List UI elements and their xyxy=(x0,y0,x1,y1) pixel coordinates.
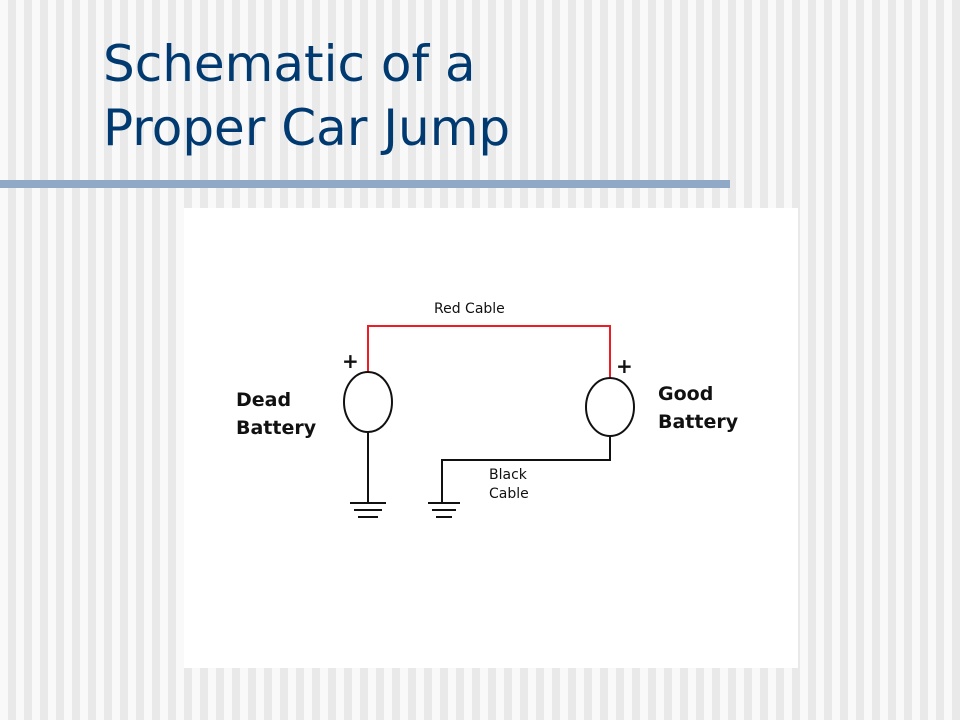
dead-battery-ground-symbol xyxy=(350,502,386,518)
good-battery-label-line-1: Good xyxy=(658,383,713,405)
good-battery-positive-sign: + xyxy=(616,354,633,378)
dead-battery-label-line-2: Battery xyxy=(236,417,317,439)
red-cable-label: Red Cable xyxy=(434,301,505,317)
dead-battery-positive-sign: + xyxy=(342,349,359,373)
chassis-ground-symbol xyxy=(428,502,460,518)
schematic-diagram-panel: Red Cable + Dead Battery + Good Battery … xyxy=(184,208,798,668)
slide-title: Schematic of a Proper Car Jump xyxy=(103,32,510,160)
slide-title-line-1: Schematic of a xyxy=(103,35,476,93)
red-cable xyxy=(367,325,611,378)
jump-start-schematic: Red Cable + Dead Battery + Good Battery … xyxy=(236,301,739,518)
good-battery-symbol xyxy=(585,377,635,437)
good-battery-label-line-2: Battery xyxy=(658,411,739,433)
black-cable-label-line-1: Black xyxy=(489,467,528,483)
title-underline-rule xyxy=(0,180,730,188)
black-cable xyxy=(441,436,611,502)
dead-battery-symbol xyxy=(343,371,393,433)
black-cable-label-line-2: Cable xyxy=(489,486,529,502)
dead-battery-label-line-1: Dead xyxy=(236,389,291,411)
slide-title-line-2: Proper Car Jump xyxy=(103,99,511,157)
